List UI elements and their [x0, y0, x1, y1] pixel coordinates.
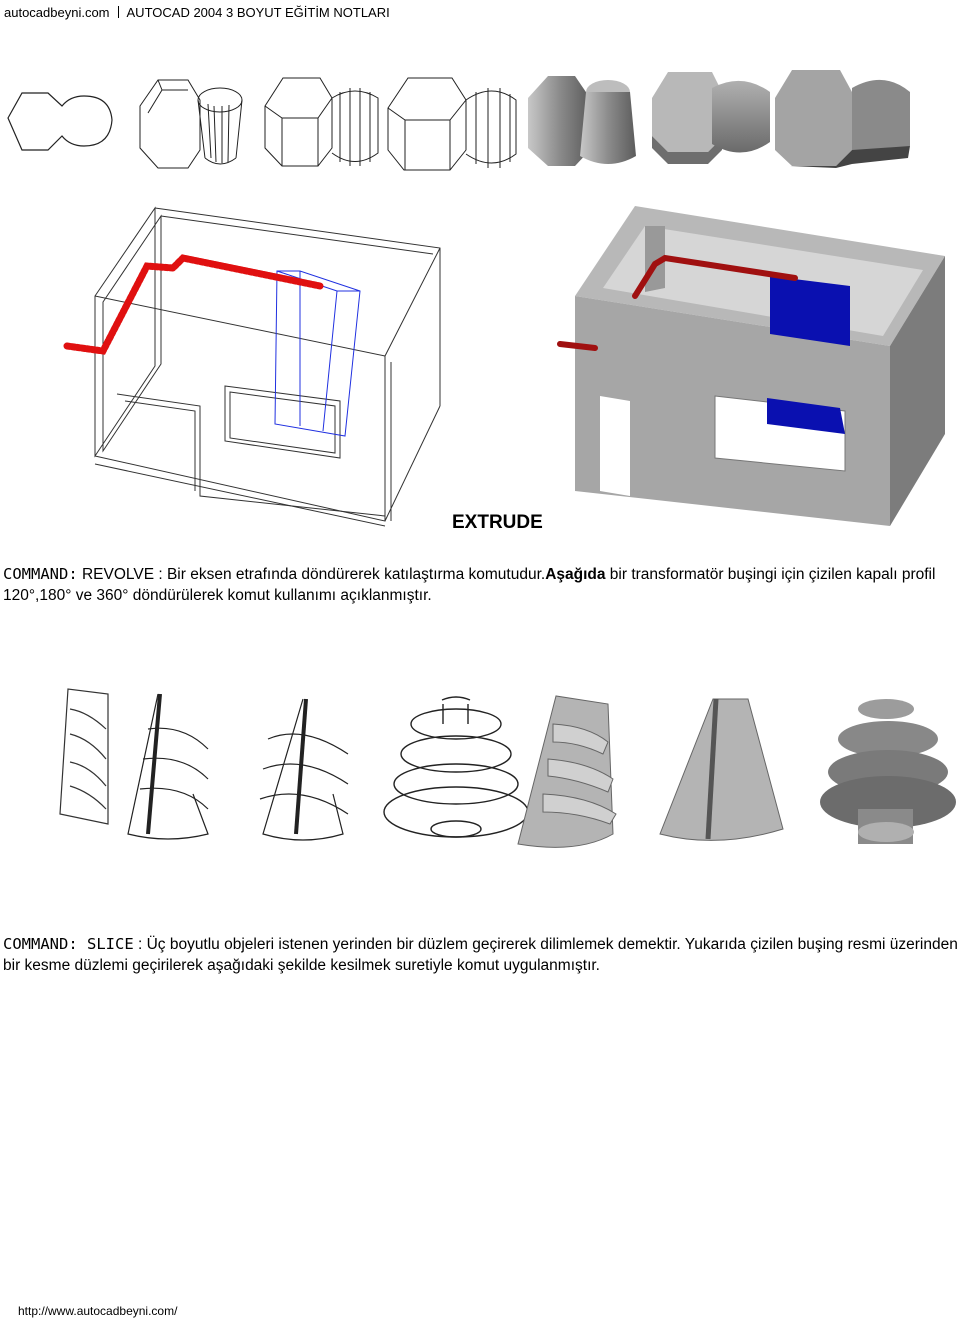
- solid-shape-2: [652, 72, 770, 164]
- solid-shape-1: [528, 76, 636, 166]
- wire-blue-box: [274, 270, 361, 437]
- slice-text-1: : Üç boyutlu objeleri istenen yerinden b…: [3, 936, 958, 974]
- doc-title: AUTOCAD 2004 3 BOYUT EĞİTİM NOTLARI: [126, 5, 390, 20]
- blue-block-bottom: [767, 398, 845, 434]
- wire-extrusion-3: [387, 77, 517, 171]
- bushing-120: [127, 693, 209, 840]
- bushing-solid-120: [517, 695, 617, 848]
- revolve-text-1: : Bir eksen etrafında döndürerek katılaş…: [154, 566, 546, 583]
- revolve-text-3: bir transformatör buşingi için çizilen k…: [3, 566, 936, 604]
- extrude-shapes-figure: [7, 70, 910, 171]
- bushing-solid-360: [820, 699, 956, 844]
- slice-cmd: COMMAND:: [3, 935, 78, 953]
- wireframe-box: [94, 206, 441, 527]
- pipe-path-solid: [557, 254, 798, 351]
- site-name[interactable]: autocadbeyni.com: [4, 5, 110, 20]
- blue-block-top: [770, 276, 850, 346]
- wire-extrusion-2: [264, 77, 379, 167]
- slice-name: SLICE: [77, 935, 134, 953]
- solid-box: [575, 206, 945, 526]
- bushing-solid-180: [659, 698, 784, 841]
- footer-url[interactable]: http://www.autocadbeyni.com/: [18, 1304, 178, 1318]
- bushing-180: [259, 698, 349, 841]
- page-header: autocadbeyni.com AUTOCAD 2004 3 BOYUT EĞİ…: [4, 5, 390, 20]
- bushing-profile: [59, 688, 109, 825]
- extrude-path-figure: [63, 206, 945, 527]
- solid-shape-3: [775, 70, 910, 168]
- wire-extrusion-1: [139, 79, 243, 169]
- extrude-label: EXTRUDE: [452, 512, 543, 533]
- revolve-cmd: COMMAND:: [3, 565, 78, 583]
- bushing-360: [383, 696, 529, 838]
- revolve-bushing-figure: [59, 688, 956, 848]
- header-separator: [117, 6, 119, 18]
- profile-outline: [7, 92, 113, 151]
- slice-description: COMMAND: SLICE : Üç boyutlu objeleri ist…: [3, 934, 958, 976]
- revolve-description: COMMAND: REVOLVE : Bir eksen etrafında d…: [3, 564, 958, 606]
- revolve-text-2: Aşağıda: [545, 566, 606, 583]
- pipe-path-wire: [63, 254, 324, 355]
- revolve-name: REVOLVE: [77, 566, 155, 583]
